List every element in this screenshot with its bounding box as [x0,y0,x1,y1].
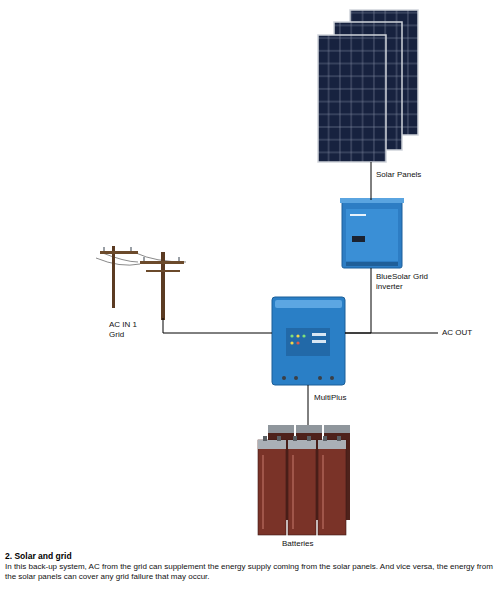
utility-pole-part [100,252,138,262]
solar-panels-part [318,35,386,162]
grid-inverter [340,198,404,268]
caption-text: In this back-up system, AC from the grid… [5,562,496,582]
grid-inverter-part [350,214,366,216]
battery-bank-part [322,455,324,529]
device-label: BlueSolar Grid inverter [376,272,438,292]
output-label: AC OUT [442,328,472,338]
multiplus-unit-part [272,297,345,385]
battery-bank-part [337,436,341,441]
multiplus-unit-part [294,376,298,380]
multiplus-unit-part [290,334,293,337]
battery-bank-part [288,440,316,535]
battery-bank-part [262,455,264,529]
utility-pole-part [140,261,184,264]
grid-inverter-part [346,262,398,266]
battery-bank-part [307,436,311,441]
device-label: MultiPlus [314,393,346,403]
device-label: Batteries [282,539,314,549]
battery-bank-part [263,436,267,441]
solar-panels [318,10,418,162]
caption-title: 2. Solar and grid [5,551,496,562]
multiplus-unit-part [290,341,293,344]
multiplus-unit-part [296,341,299,344]
battery-bank-part [268,425,294,433]
device-node: MultiPlus [272,297,345,385]
multiplus-unit-part [312,340,326,343]
utility-pole-part [103,247,105,251]
utility-pole-part [130,247,132,251]
multiplus-unit-part [275,300,342,308]
device-label: Solar Panels [376,170,421,180]
battery-bank-part [277,436,281,441]
battery-bank-part [323,436,327,441]
battery-bank [258,425,350,535]
multiplus-unit-part [286,328,330,356]
battery-bank-part [293,436,297,441]
battery-bank-part [324,425,350,433]
grid-inverter-part [342,200,402,268]
battery-bank-part [318,440,346,535]
wire-connector [163,318,272,333]
battery-bank-part [296,425,322,433]
grid-inverter-part [346,209,398,261]
multiplus-unit [272,297,345,385]
multiplus-unit-part [302,334,305,337]
multiplus-unit-part [318,376,322,380]
utility-pole-part [100,251,138,254]
wire-connector [371,162,372,200]
utility-pole-part [178,257,180,261]
utility-pole-part [143,257,145,261]
utility-pole-part [146,270,180,272]
battery-bank-part [292,455,294,529]
multiplus-unit-part [296,334,299,337]
device-node: Batteries [258,425,350,535]
device-node: BlueSolar Grid inverter [342,200,402,268]
multiplus-unit-part [312,333,326,336]
utility-pole [96,246,186,320]
utility-pole-part [112,246,115,308]
battery-bank-part [258,440,286,535]
device-node: Solar Panels [318,10,418,162]
device-node: AC IN 1 Grid [98,240,182,318]
wire-connector [308,385,309,425]
multiplus-unit-part [330,376,334,380]
grid-inverter-part [340,198,404,203]
wire-connector [345,268,371,333]
device-label: AC IN 1 Grid [109,320,145,340]
grid-inverter-part [352,236,365,242]
battery-bank-part [288,440,316,449]
multiplus-unit-part [282,376,286,380]
battery-bank-part [258,440,286,449]
battery-bank-part [318,440,346,449]
caption-block: 2. Solar and gridIn this back-up system,… [5,551,496,582]
